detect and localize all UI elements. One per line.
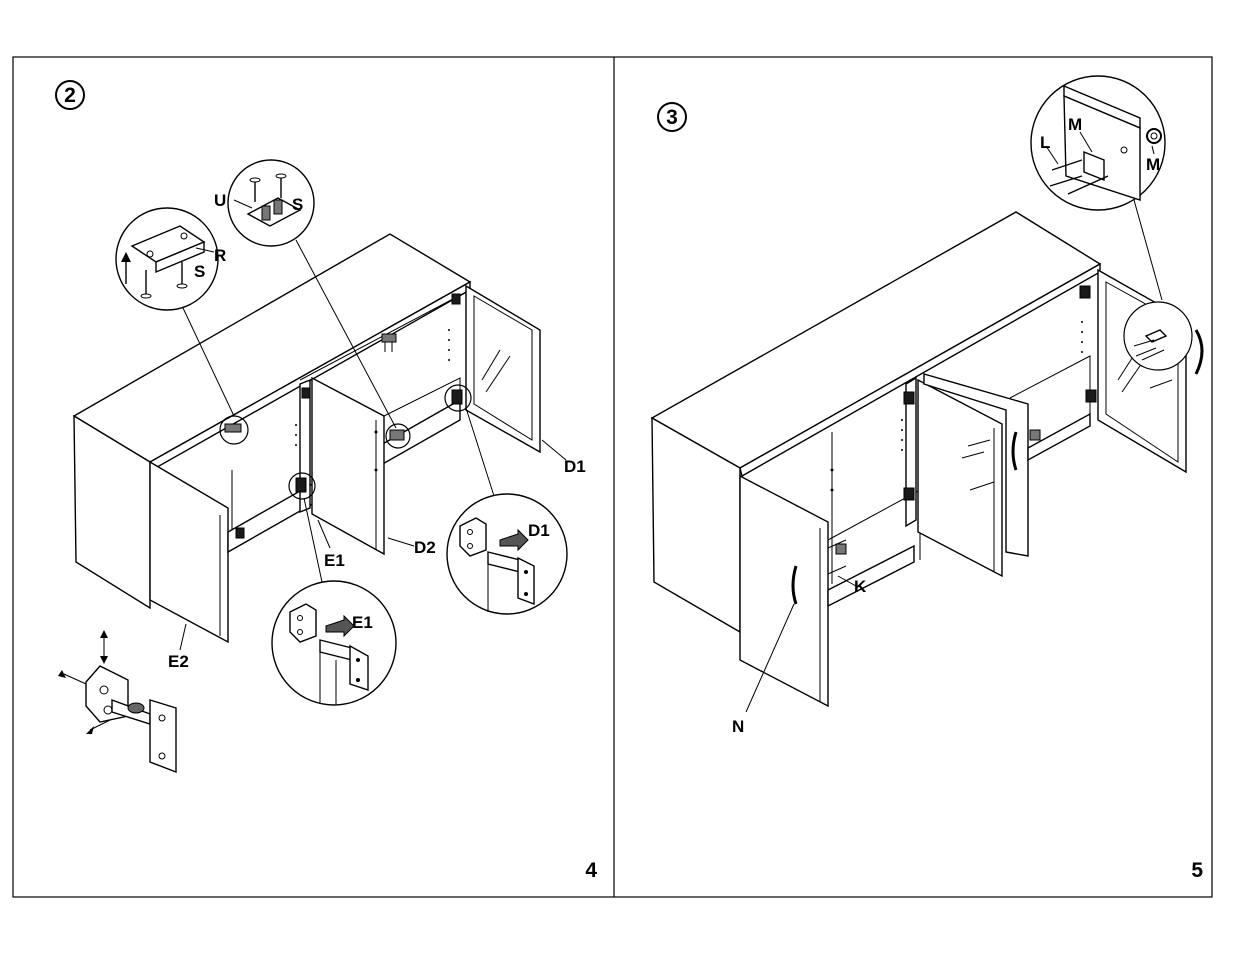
label-u: U [214, 191, 226, 210]
label-s-top: S [292, 195, 303, 214]
step-2-panel: 2 [56, 81, 597, 882]
label-d1-detail: D1 [528, 521, 550, 540]
detail-u-s: U S [214, 160, 314, 246]
target-handle-detail [1124, 302, 1192, 370]
cabinet-step-3 [652, 212, 1202, 706]
page-frame [13, 57, 1212, 897]
page-number-right: 5 [1191, 859, 1203, 882]
detail-l-m: L M M [1031, 76, 1165, 210]
label-m-top: M [1068, 115, 1082, 134]
step-3-marker: 3 [658, 103, 686, 131]
label-d2: D2 [414, 538, 436, 557]
step-3-number: 3 [666, 106, 678, 129]
label-m-right: M [1146, 155, 1160, 174]
label-s-left: S [194, 262, 205, 281]
detail-hinge-e1: E1 [272, 581, 396, 705]
label-l: L [1040, 133, 1050, 152]
leader-d1-door [542, 440, 566, 460]
step-3-panel: 3 [652, 76, 1203, 882]
leader-d2 [388, 538, 414, 546]
label-e2: E2 [168, 652, 189, 671]
detail-hinge-d1: D1 [447, 494, 567, 614]
label-n: N [732, 717, 744, 736]
leader-e2 [180, 624, 186, 650]
label-e1-door: E1 [324, 551, 345, 570]
label-r: R [214, 246, 226, 265]
label-k: K [854, 577, 867, 596]
label-e1-detail: E1 [352, 613, 373, 632]
leader-e1-door [318, 520, 330, 548]
step-2-marker: 2 [56, 81, 84, 109]
leader-l-m-detail [1134, 200, 1162, 300]
page-number-left: 4 [585, 859, 597, 882]
detail-r-s: R S [116, 208, 226, 310]
label-d1-door: D1 [564, 457, 586, 476]
hinge-adjustment-illustration [58, 630, 176, 772]
step-2-number: 2 [64, 84, 76, 107]
